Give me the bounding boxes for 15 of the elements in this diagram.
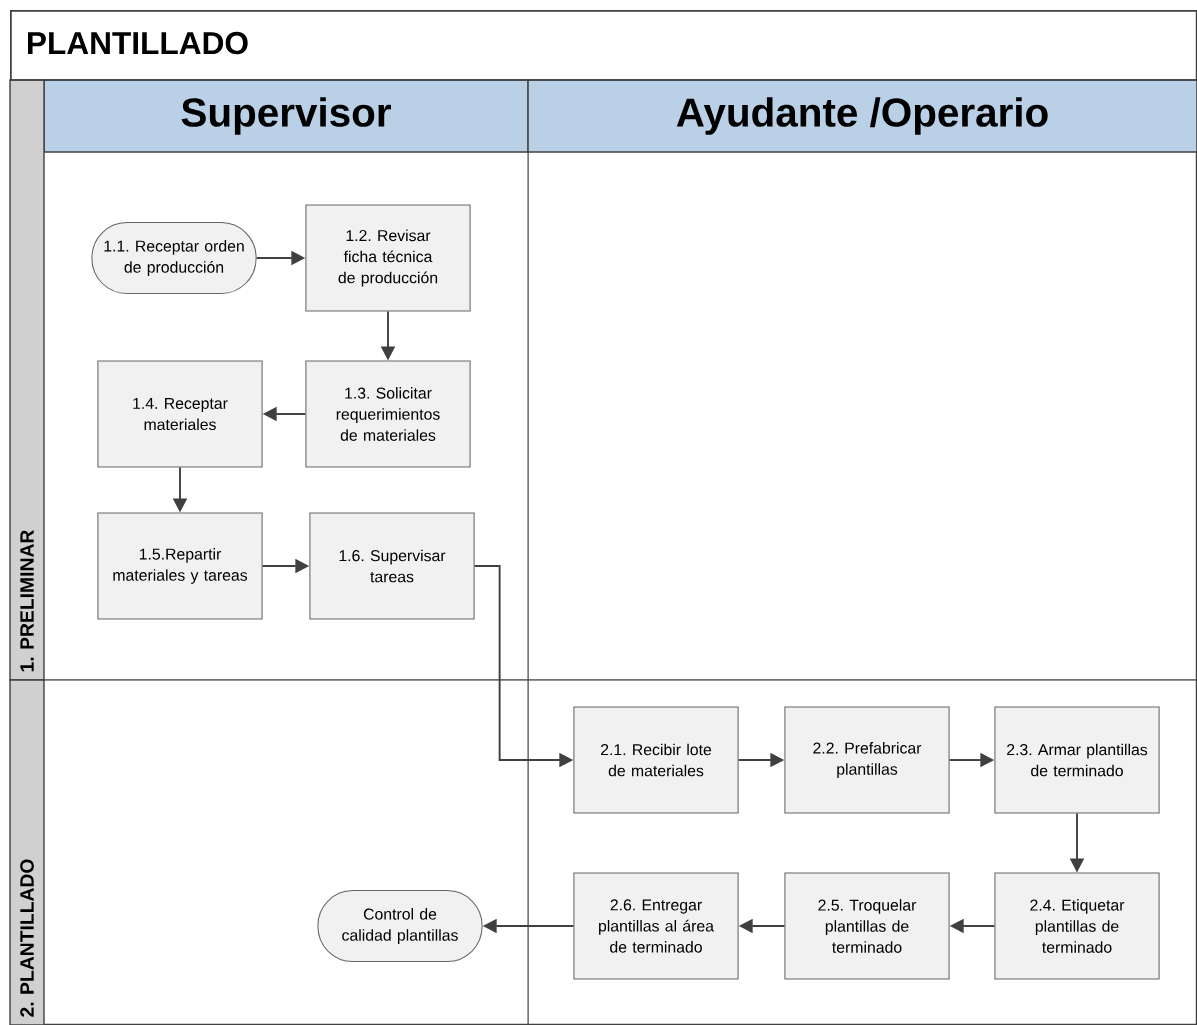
process-box: 1.3. Solicitar requerimientos de materiales bbox=[305, 360, 471, 468]
process-box: 2.4. Etiquetar plantillas de terminado bbox=[994, 872, 1160, 980]
lane-header: Supervisor bbox=[43, 79, 529, 153]
process-box: 1.4. Receptar materiales bbox=[97, 360, 263, 468]
process-box: 2.1. Recibir lote de materiales bbox=[573, 706, 739, 814]
process-box: 2.6. Entregar plantillas al área de terminado bbox=[573, 872, 739, 980]
process-box: 1.6. Supervisar tareas bbox=[309, 512, 475, 620]
process-box: 2.3. Armar plantillas de terminado bbox=[994, 706, 1160, 814]
phase-band: 1. PRELIMINAR bbox=[9, 79, 45, 681]
process-box: 2.5. Troquelar plantillas de terminado bbox=[784, 872, 950, 980]
phase-band: 2. PLANTILLADO bbox=[9, 679, 45, 1025]
process-box: 1.2. Revisar ficha técnica de producción bbox=[305, 204, 471, 312]
process-box: 1.5.Repartir materiales y tareas bbox=[97, 512, 263, 620]
process-box: 2.2. Prefabricar plantillas bbox=[784, 706, 950, 814]
lane-header: Ayudante /Operario bbox=[527, 79, 1197, 153]
